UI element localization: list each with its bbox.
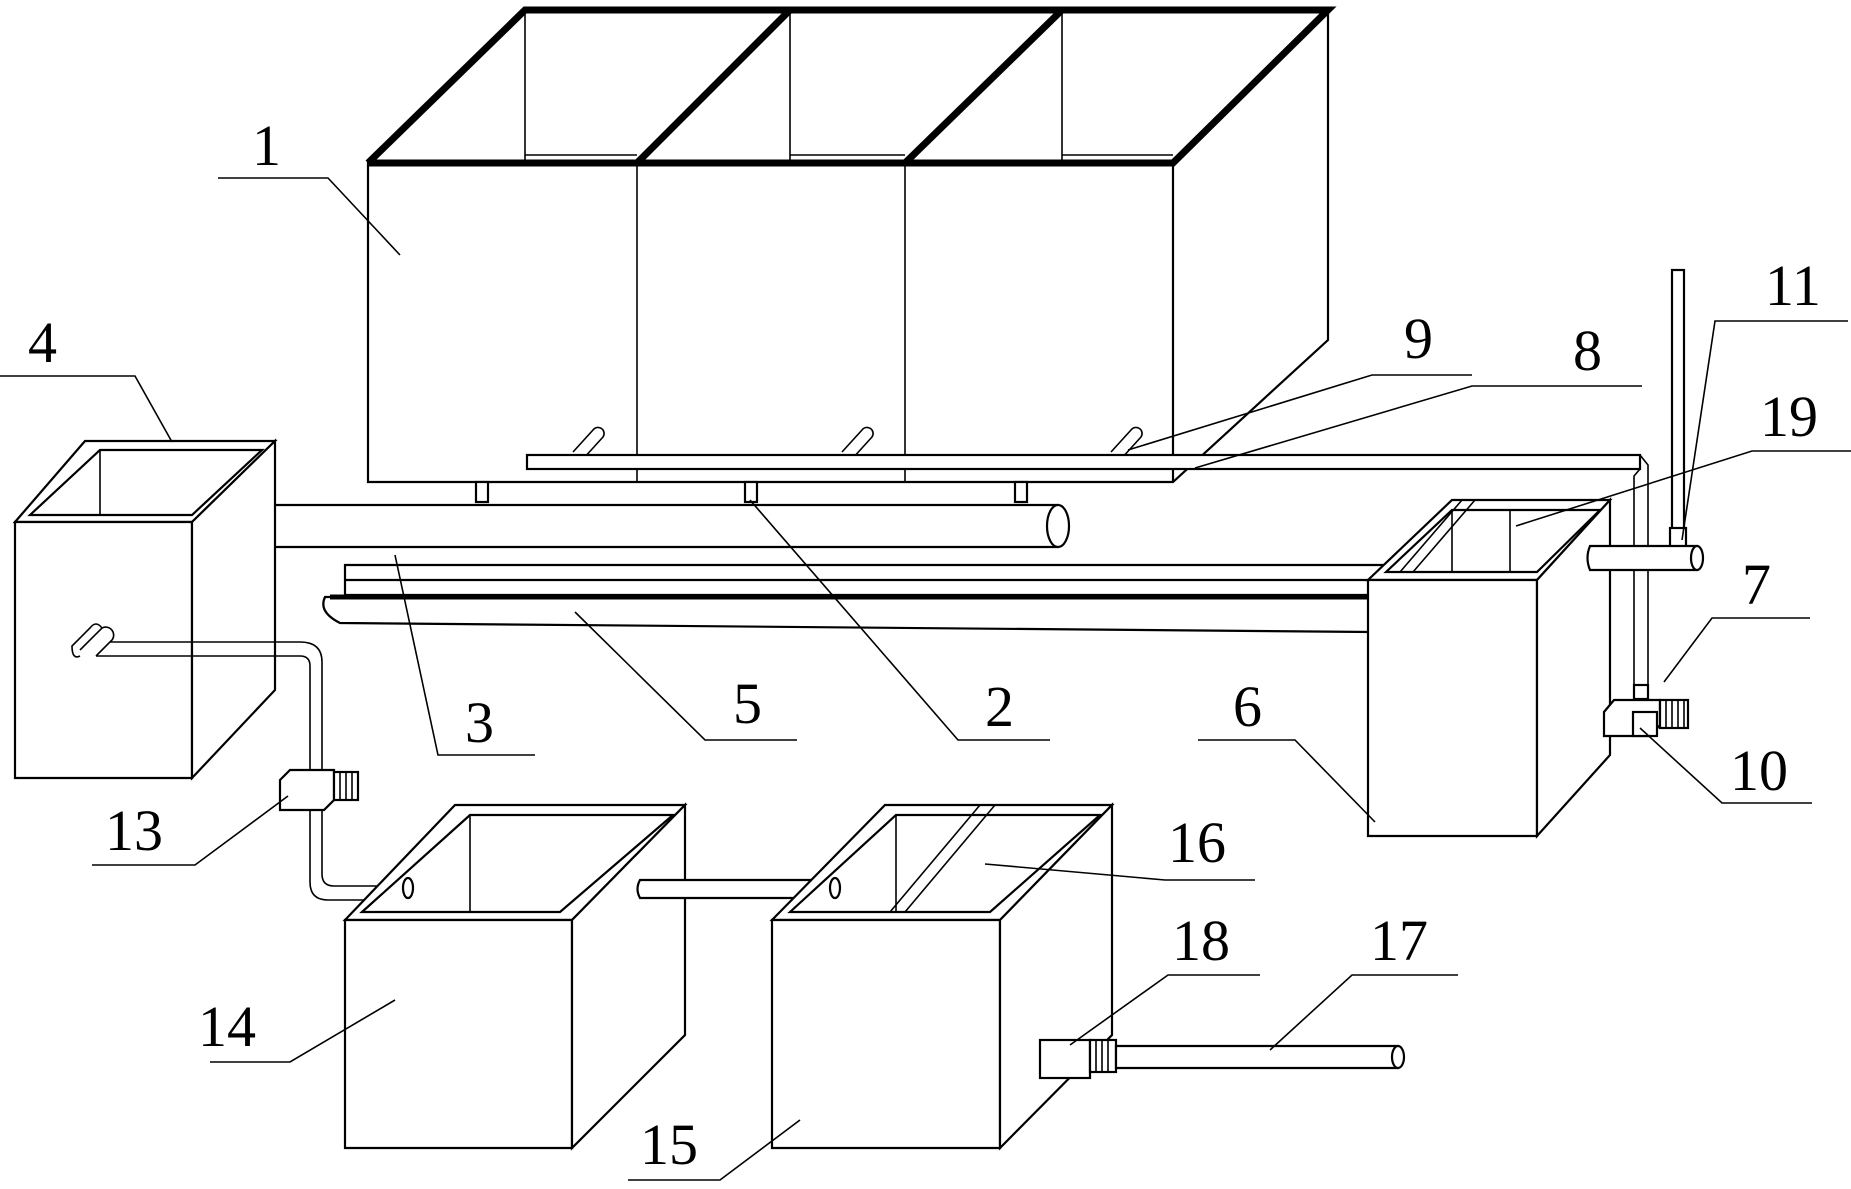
label-19: 19 (1760, 384, 1818, 449)
left-pump (278, 768, 360, 812)
upper-tank (365, 6, 1337, 504)
pipe-left (71, 623, 380, 901)
label-8: 8 (1573, 318, 1602, 383)
label-18: 18 (1172, 908, 1230, 973)
label-6: 6 (1233, 674, 1262, 739)
tank-14 (342, 802, 688, 1151)
outlet-pump (1038, 1038, 1406, 1080)
label-4: 4 (28, 310, 57, 375)
channel (322, 563, 1402, 634)
label-14: 14 (198, 994, 256, 1059)
collecting-pipe (240, 503, 1071, 549)
label-13: 13 (105, 798, 163, 863)
tank-15 (769, 802, 1115, 1151)
return-pipe (525, 453, 1649, 690)
vertical-pipe (1586, 268, 1705, 572)
label-10: 10 (1730, 738, 1788, 803)
right-pump (1602, 683, 1690, 738)
leader-lines (0, 177, 1851, 1181)
label-15: 15 (640, 1112, 698, 1177)
label-11: 11 (1765, 253, 1821, 318)
label-16: 16 (1168, 810, 1226, 875)
left-tank (12, 438, 278, 781)
label-2: 2 (985, 674, 1014, 739)
label-9: 9 (1404, 306, 1433, 371)
right-tank (1365, 497, 1613, 839)
label-1: 1 (252, 113, 281, 178)
label-5: 5 (733, 671, 762, 736)
label-17: 17 (1370, 908, 1428, 973)
label-7: 7 (1742, 552, 1771, 617)
label-3: 3 (465, 690, 494, 755)
labels: 1 2 3 4 5 6 7 8 9 10 11 13 14 15 16 17 1… (28, 113, 1821, 1177)
